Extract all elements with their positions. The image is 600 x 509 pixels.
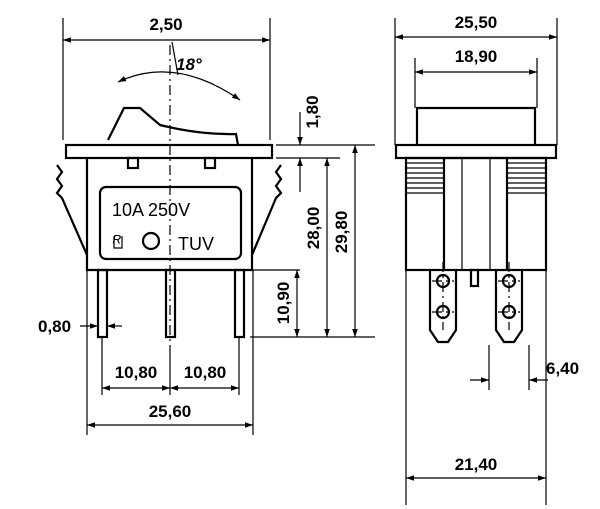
cert-text: TUV: [178, 234, 214, 254]
dim-cap-width: 18,90: [455, 47, 498, 66]
side-terminal-left: [428, 270, 458, 344]
dim-top-width: 2,50: [149, 15, 182, 34]
side-view: 25,50 18,90: [394, 13, 579, 505]
dim-cap-height: 1,80: [303, 95, 322, 128]
dim-body-height: 28,00: [304, 207, 323, 250]
dim-side-top-width: 25,50: [455, 13, 498, 32]
side-terminal-right: [494, 270, 524, 344]
dim-total-height: 29,80: [332, 211, 351, 254]
side-ribs-right: [507, 162, 546, 194]
terminal-left: [96, 268, 109, 339]
side-body: [404, 156, 548, 272]
rating-text: 10A 250V: [112, 200, 190, 220]
dim-side-terminal-width: 6,40: [546, 359, 579, 378]
dim-terminal-thickness: 0,80: [38, 317, 71, 336]
dim-pitch-left: 10,80: [115, 363, 158, 382]
csa-mark-icon: [141, 231, 161, 251]
front-view: 2,50 18° 10A 250V ᴿ TUV: [38, 15, 375, 435]
side-cap: [415, 106, 537, 145]
ur-mark-shape: [113, 236, 123, 249]
side-bezel: [394, 143, 558, 160]
clip-left: [55, 164, 89, 256]
dim-terminal-height: 10,90: [274, 282, 293, 325]
terminal-center: [164, 268, 177, 339]
bezel: [64, 143, 274, 160]
dim-overall-width: 25,60: [149, 402, 192, 421]
dim-side-bottom-width: 21,40: [455, 455, 498, 474]
side-ribs-left: [406, 162, 444, 194]
clip-right: [250, 164, 283, 256]
terminal-right: [233, 268, 246, 339]
dim-angle: 18°: [176, 55, 202, 74]
ur-mark-icon: ᴿ: [112, 232, 121, 252]
rocker-actuator: [107, 106, 240, 146]
dim-pitch-right: 10,80: [184, 363, 227, 382]
